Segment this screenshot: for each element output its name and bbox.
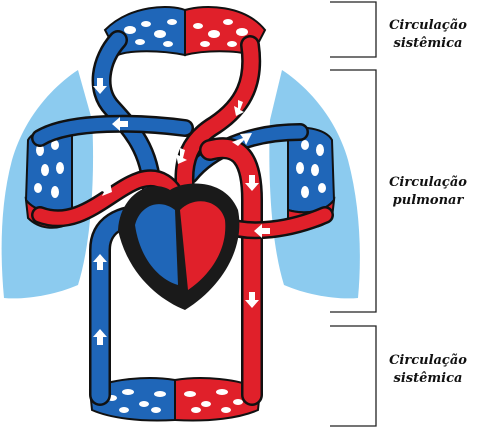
label-systemic-top-line2: sistêmica	[393, 36, 463, 51]
arrow-left-icon	[254, 224, 270, 238]
arrow-up-icon	[234, 100, 244, 116]
label-pulmonary-line2: pulmonar	[392, 193, 464, 208]
label-pulmonary: Circulação pulmonar	[378, 174, 478, 210]
venous-vessels	[31, 30, 309, 406]
arrow-left-icon	[112, 117, 128, 131]
arrow-down-icon	[93, 78, 107, 94]
heart-left-side	[180, 201, 226, 290]
bottom-capillary-bed	[88, 377, 262, 422]
label-systemic-bottom: Circulação sistêmica	[378, 352, 478, 388]
heart-right-side	[135, 204, 178, 285]
arterial-vessels	[31, 35, 334, 406]
flow-arrows	[93, 78, 270, 345]
arrow-right-icon	[232, 133, 252, 146]
arrow-up-icon	[176, 148, 187, 164]
heart	[118, 183, 240, 310]
arrow-down-icon	[245, 175, 259, 191]
bracket-top	[330, 1, 377, 58]
arrow-right-icon	[96, 182, 112, 196]
bracket-middle	[330, 69, 377, 313]
arrow-up-icon	[93, 254, 107, 270]
label-systemic-top: Circulação sistêmica	[378, 17, 478, 53]
label-systemic-bottom-line2: sistêmica	[393, 371, 463, 386]
label-systemic-top-line1: Circulação	[389, 18, 467, 33]
arrow-up-icon	[93, 329, 107, 345]
label-brackets	[330, 1, 377, 427]
arrow-down-icon	[245, 292, 259, 308]
label-pulmonary-line1: Circulação	[389, 175, 467, 190]
bracket-bottom	[330, 325, 377, 427]
label-systemic-bottom-line1: Circulação	[389, 353, 467, 368]
